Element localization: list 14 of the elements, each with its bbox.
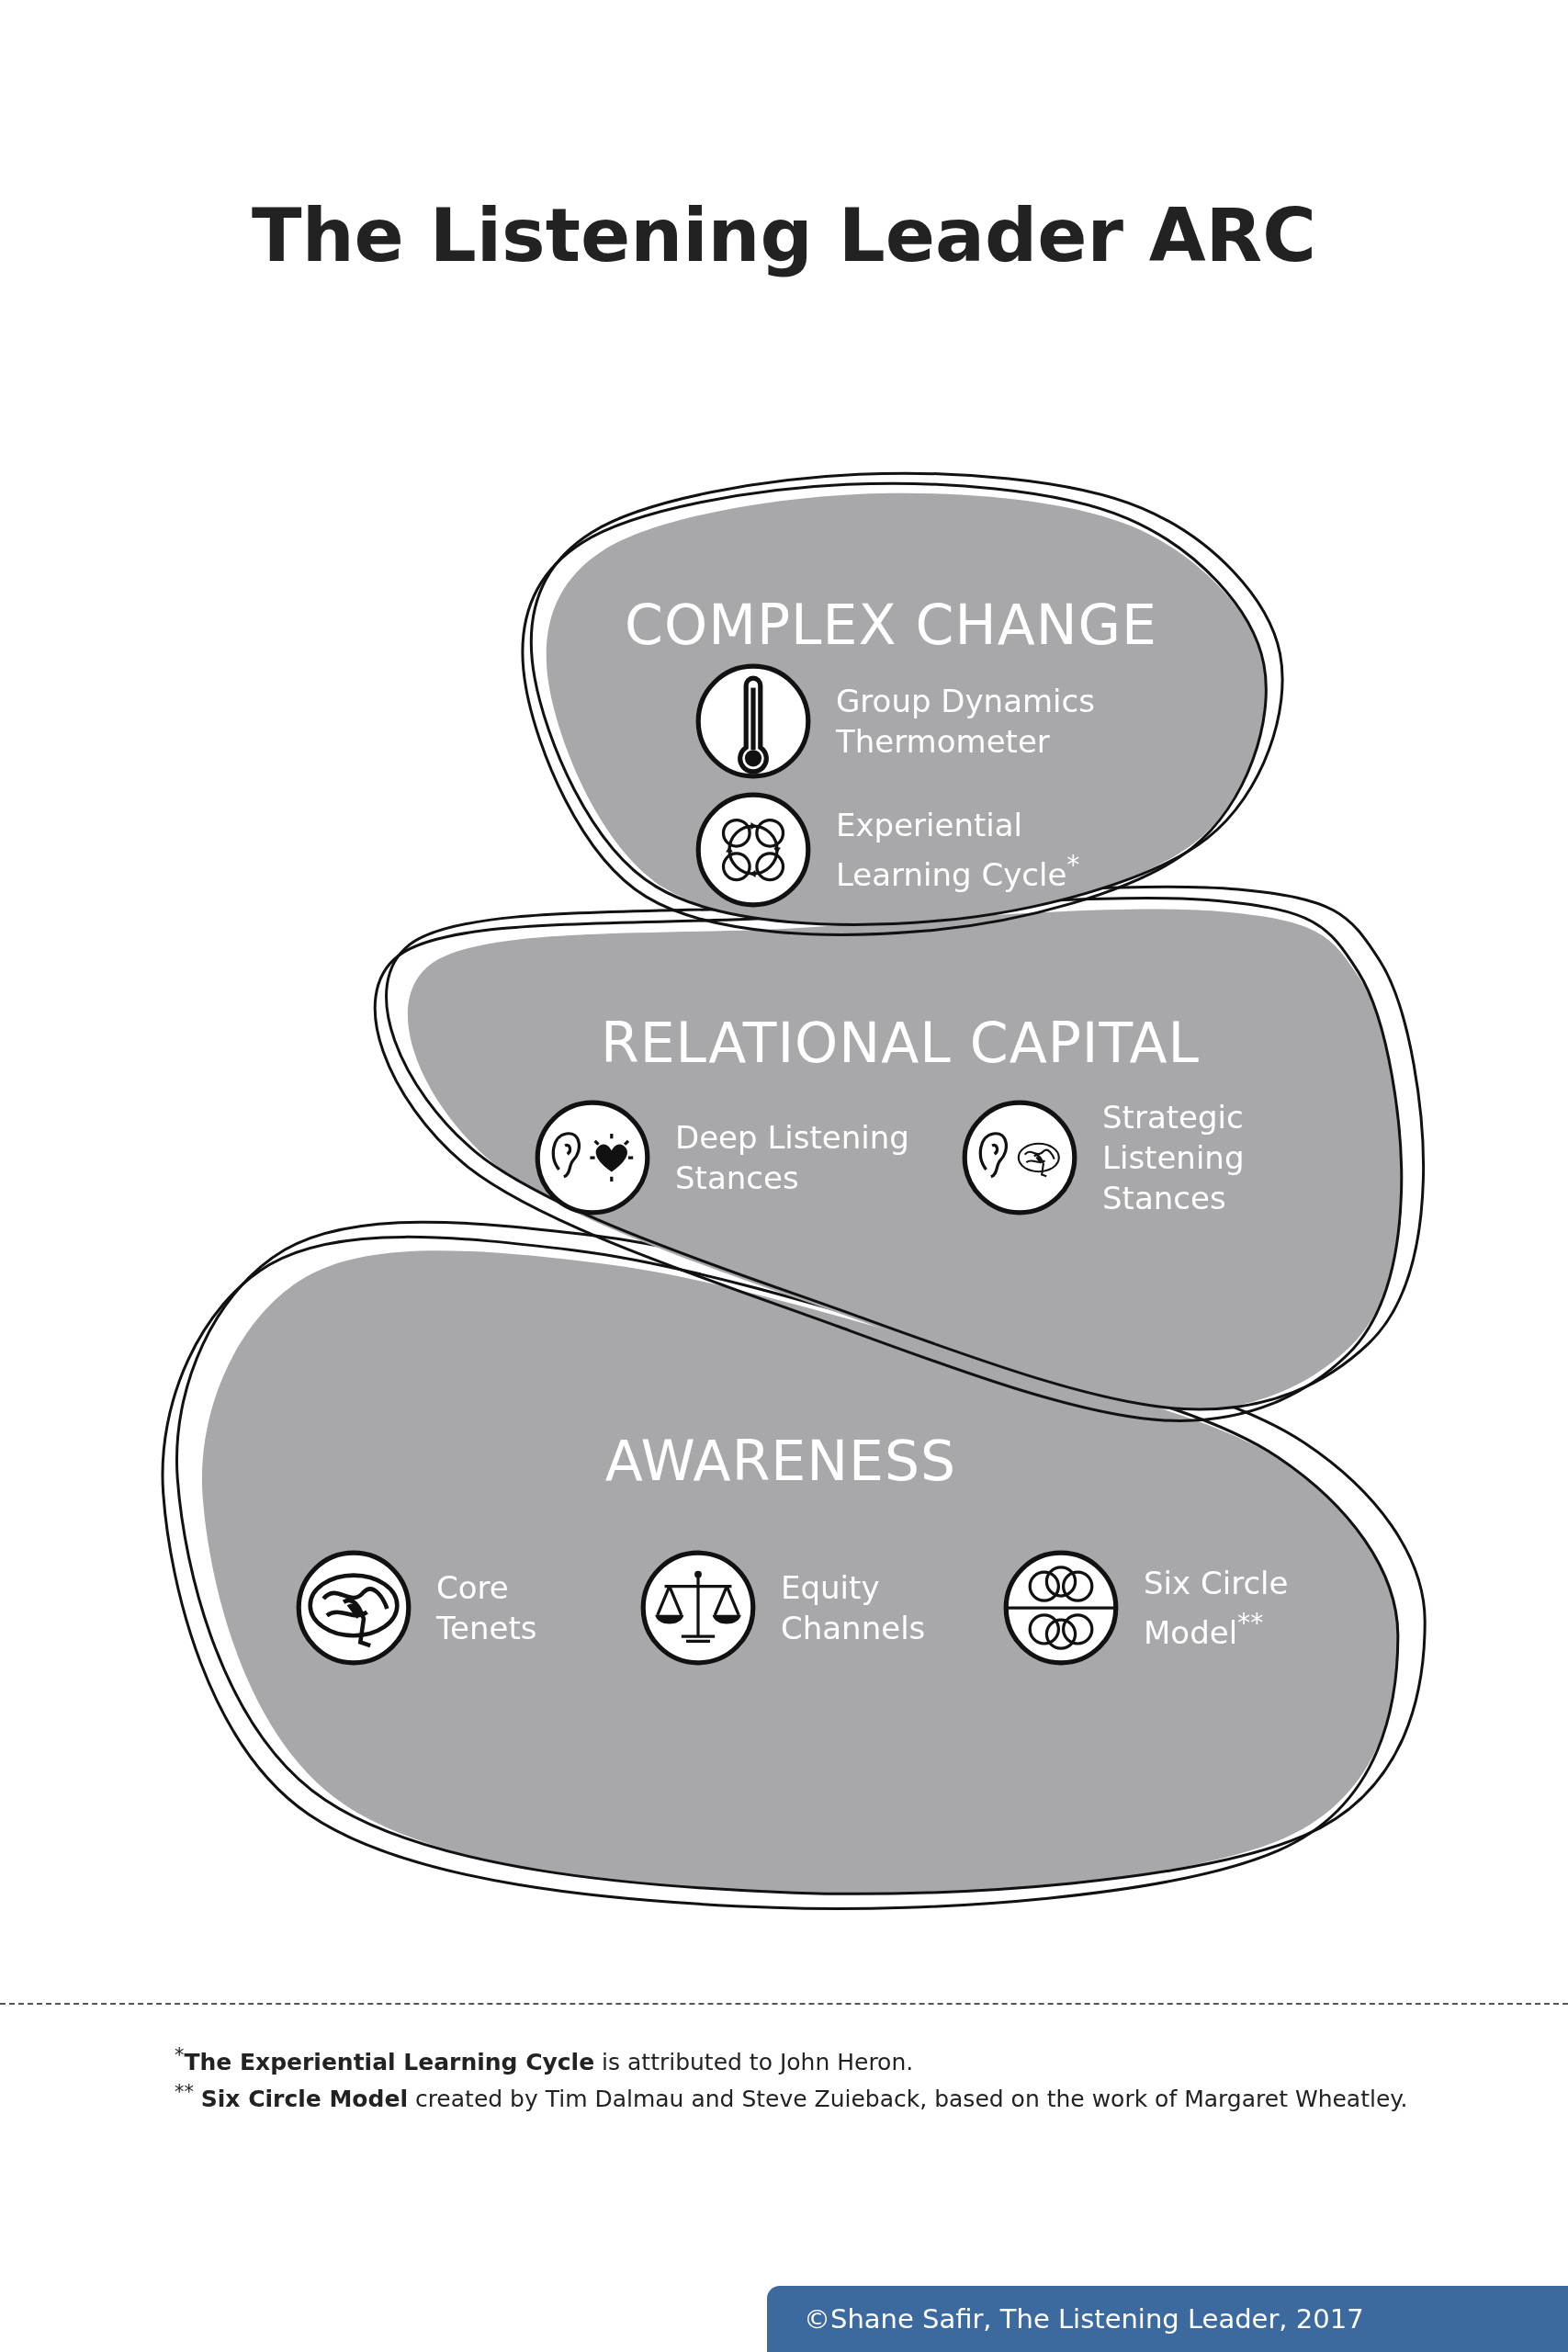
item-label: Equity Channels: [781, 1568, 927, 1648]
stone-heading: AWARENESS: [604, 1429, 957, 1493]
footnote: $^{**}$ Six Circle Model created by Tim Dalmau and Steve Zuieback, based on the work of Margaret Wheatley.: [175, 2081, 1408, 2113]
item-label: Experiential Learning Cycle$^{*}$: [836, 806, 1081, 895]
diagram-title: The Listening Leader ARC: [252, 193, 1316, 278]
stone-heading: RELATIONAL CAPITAL: [600, 1011, 1201, 1075]
item-label: Core Tenets: [436, 1568, 538, 1648]
copyright-bar: ©Shane Safir, The Listening Leader, 2017: [767, 2286, 1568, 2352]
item-label: Six Circle Model$^{**}$: [1144, 1564, 1290, 1653]
item-label: Deep Listening Stances: [675, 1118, 910, 1198]
item-label: Group Dynamics Thermometer: [836, 682, 1096, 762]
stone-heading: COMPLEX CHANGE: [625, 593, 1157, 657]
item-label: Strategic Listening Stances: [1102, 1098, 1246, 1218]
footnote: $^{*}$The Experiential Learning Cycle is attributed to John Heron.: [175, 2044, 914, 2076]
